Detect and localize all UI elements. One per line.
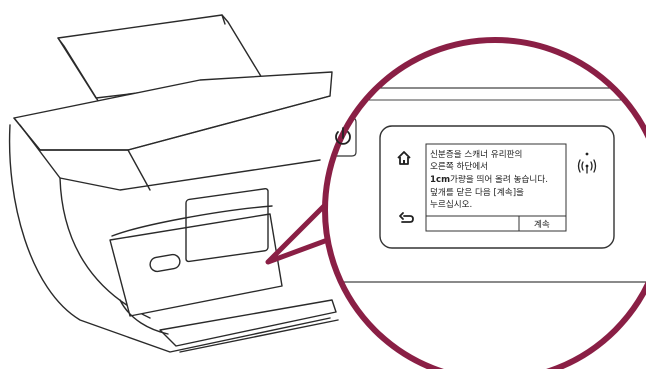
lcd-line-5: 누르십시오. xyxy=(430,200,570,210)
lcd-line-1: 신분증을 스캐너 유리판의 xyxy=(430,150,570,160)
lcd-line-3-rest: 가량을 띄어 올려 놓습니다. xyxy=(450,175,548,185)
printer-body xyxy=(10,15,338,352)
lcd-line-2: 오른쪽 하단에서 xyxy=(430,162,570,172)
continue-button[interactable]: 계속 xyxy=(534,218,550,230)
lcd-bold-distance: 1cm xyxy=(430,175,450,185)
lcd-line-4: 덮개를 닫은 다음 [계속]을 xyxy=(430,188,570,198)
lcd-line-3: 1cm가량을 띄어 올려 놓습니다. xyxy=(430,175,570,185)
